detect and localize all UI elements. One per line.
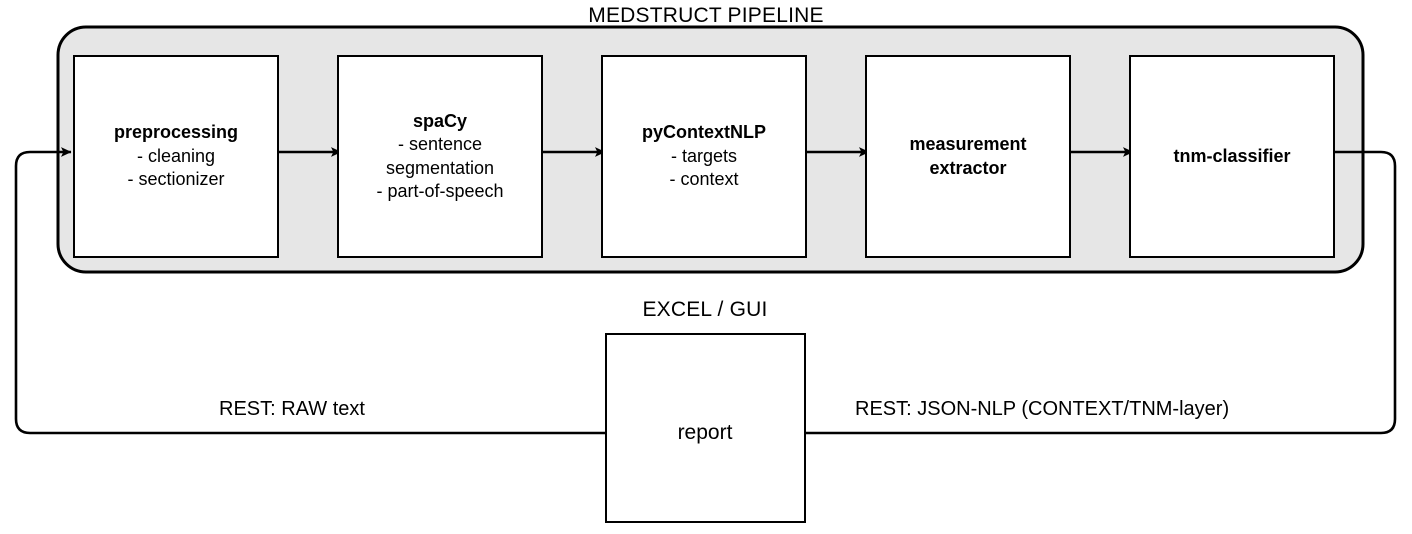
stage-bullet: - part-of-speech xyxy=(376,180,504,201)
pipeline-stage-pycontextnlp[interactable]: pyContextNLP - targets - context xyxy=(601,55,807,258)
stage-title-line2: extractor xyxy=(929,157,1007,178)
stage-title: pyContextNLP xyxy=(641,122,766,143)
stage-title: spaCy xyxy=(412,110,468,131)
excel-gui-container[interactable] xyxy=(605,333,806,523)
pipeline-stage-pycontextnlp-text: pyContextNLP - targets - context xyxy=(642,121,766,191)
stage-bullet: - sentence xyxy=(397,134,483,155)
pipeline-stage-spacy-text: spaCy - sentence segmentation - part-of-… xyxy=(376,110,503,204)
pipeline-stage-tnm-classifier[interactable]: tnm-classifier xyxy=(1129,55,1335,258)
stage-title: measurement xyxy=(909,134,1027,155)
pipeline-stage-measurement-extractor-text: measurement extractor xyxy=(909,133,1026,180)
pipeline-stage-preprocessing-text: preprocessing - cleaning - sectionizer xyxy=(114,121,238,191)
pipeline-stage-spacy[interactable]: spaCy - sentence segmentation - part-of-… xyxy=(337,55,543,258)
edge-label-json-nlp: REST: JSON-NLP (CONTEXT/TNM-layer) xyxy=(855,398,1230,420)
stage-bullet: - sectionizer xyxy=(127,169,225,190)
stage-bullet: - targets xyxy=(670,145,737,166)
edge-label-raw-text: REST: RAW text xyxy=(219,398,365,420)
pipeline-stage-tnm-classifier-text: tnm-classifier xyxy=(1173,145,1290,168)
pipeline-stage-measurement-extractor[interactable]: measurement extractor xyxy=(865,55,1071,258)
pipeline-stage-preprocessing[interactable]: preprocessing - cleaning - sectionizer xyxy=(73,55,279,258)
report-label: report xyxy=(677,421,733,444)
stage-bullet: - cleaning xyxy=(136,145,216,166)
stage-bullet: - context xyxy=(669,169,739,190)
connector-raw-text-input xyxy=(14,147,605,435)
connector-json-nlp-output xyxy=(774,150,1397,438)
excel-gui-label: EXCEL / GUI xyxy=(642,298,768,321)
diagram-title: MEDSTRUCT PIPELINE xyxy=(588,4,824,27)
stage-title: tnm-classifier xyxy=(1173,145,1291,166)
stage-title: preprocessing xyxy=(113,122,239,143)
stage-bullet: segmentation xyxy=(385,157,495,178)
